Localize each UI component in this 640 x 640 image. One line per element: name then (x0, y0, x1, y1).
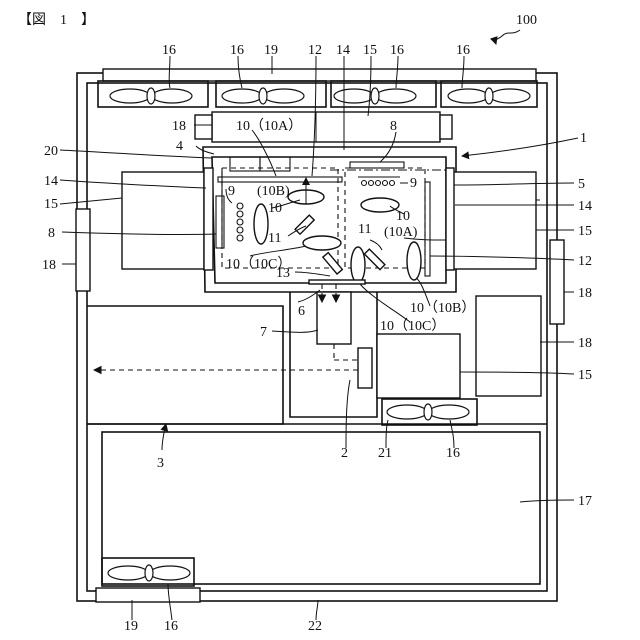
lens-8-right (350, 162, 404, 168)
label-9-right: 9 (410, 176, 417, 191)
leader-100 (495, 30, 520, 44)
label-12-top: 12 (308, 43, 322, 58)
label-15-right: 15 (578, 224, 592, 239)
label-16-b: 16 (230, 43, 244, 58)
power-supply-17 (102, 432, 540, 584)
label-12-right: 12 (578, 254, 592, 269)
label-16-d: 16 (456, 43, 470, 58)
label-11-left: 11 (268, 231, 281, 246)
label-15-left: 15 (44, 197, 58, 212)
label-7: 7 (260, 325, 267, 340)
lens-10-right (361, 198, 399, 212)
label-9-left: 9 (228, 184, 235, 199)
label-3: 3 (157, 456, 164, 471)
lens-10c-right (351, 247, 365, 283)
left-heat-exchanger-15 (122, 172, 204, 269)
bottom-filter-19 (96, 588, 200, 602)
label-18-right: 18 (578, 286, 592, 301)
label-10b-sub: (10B) (257, 184, 290, 199)
fan-icon-2 (222, 88, 304, 104)
label-16-f: 16 (164, 619, 178, 634)
top-filter-left (195, 115, 212, 139)
main-board-2 (358, 348, 372, 388)
right-heat-exchanger-15 (453, 172, 536, 269)
prism-13 (309, 280, 365, 284)
label-18-left: 18 (42, 258, 56, 273)
mirror-11-left (295, 215, 314, 234)
label-1: 1 (580, 131, 587, 146)
label-18-box: 18 (578, 336, 592, 351)
fan-icon-4 (448, 88, 530, 104)
lens-10b-right (407, 242, 421, 280)
left-phosphor-9 (237, 203, 243, 241)
label-19-bottom: 19 (124, 619, 138, 634)
label-18-top: 18 (172, 119, 186, 134)
label-15-lower: 15 (578, 368, 592, 383)
label-15-top: 15 (363, 43, 377, 58)
label-14-left: 14 (44, 174, 58, 189)
label-10a-sub: (10A) (384, 225, 418, 240)
label-11-right: 11 (358, 222, 371, 237)
right-filter-18 (550, 240, 564, 324)
heat-exchanger-15-lower (377, 334, 460, 398)
lens-left (254, 204, 268, 244)
label-13: 13 (276, 266, 290, 281)
label-10-10b-right: 10（10B） (410, 300, 475, 316)
fan-icon-1 (110, 88, 192, 104)
light-path-left (222, 168, 338, 268)
label-10-10c-right: 10（10C） (380, 318, 445, 334)
label-8-top: 8 (390, 119, 397, 134)
label-4: 4 (176, 139, 183, 154)
imaging-6 (317, 292, 351, 344)
filter-18-box (476, 296, 541, 396)
fan-icon-6 (108, 565, 190, 581)
right-phosphor-9 (362, 181, 395, 186)
label-19-top: 19 (264, 43, 278, 58)
left-filter-18 (76, 209, 90, 291)
label-8-left: 8 (48, 226, 55, 241)
label-2: 2 (341, 446, 348, 461)
label-16-e: 16 (446, 446, 460, 461)
figure-caption: 【図 1 】 (18, 12, 95, 28)
label-14-top: 14 (336, 43, 350, 58)
fan-icon-5 (387, 404, 469, 420)
label-100: 100 (516, 13, 537, 28)
mirror-11-right (364, 249, 385, 270)
label-22: 22 (308, 619, 322, 634)
right-heat-sink-14 (446, 168, 454, 270)
partition-region (87, 306, 283, 424)
label-5: 5 (578, 177, 585, 192)
label-14-right: 14 (578, 199, 592, 214)
label-10-right: 10 (396, 209, 410, 224)
lens-10c-left (303, 236, 341, 250)
label-20: 20 (44, 144, 58, 159)
label-21: 21 (378, 446, 392, 461)
label-17: 17 (578, 494, 592, 509)
label-6: 6 (298, 304, 305, 319)
label-10-10a-top: 10（10A） (236, 118, 302, 134)
top-filter-right (440, 115, 452, 139)
label-16-c: 16 (390, 43, 404, 58)
left-optics (216, 196, 268, 248)
label-10-left: 10 (268, 201, 282, 216)
mirror-11-center (323, 253, 343, 274)
label-16-a: 16 (162, 43, 176, 58)
fan-icon-3 (334, 88, 416, 104)
left-heat-sink-14 (204, 168, 213, 270)
top-filter-19 (103, 69, 536, 81)
